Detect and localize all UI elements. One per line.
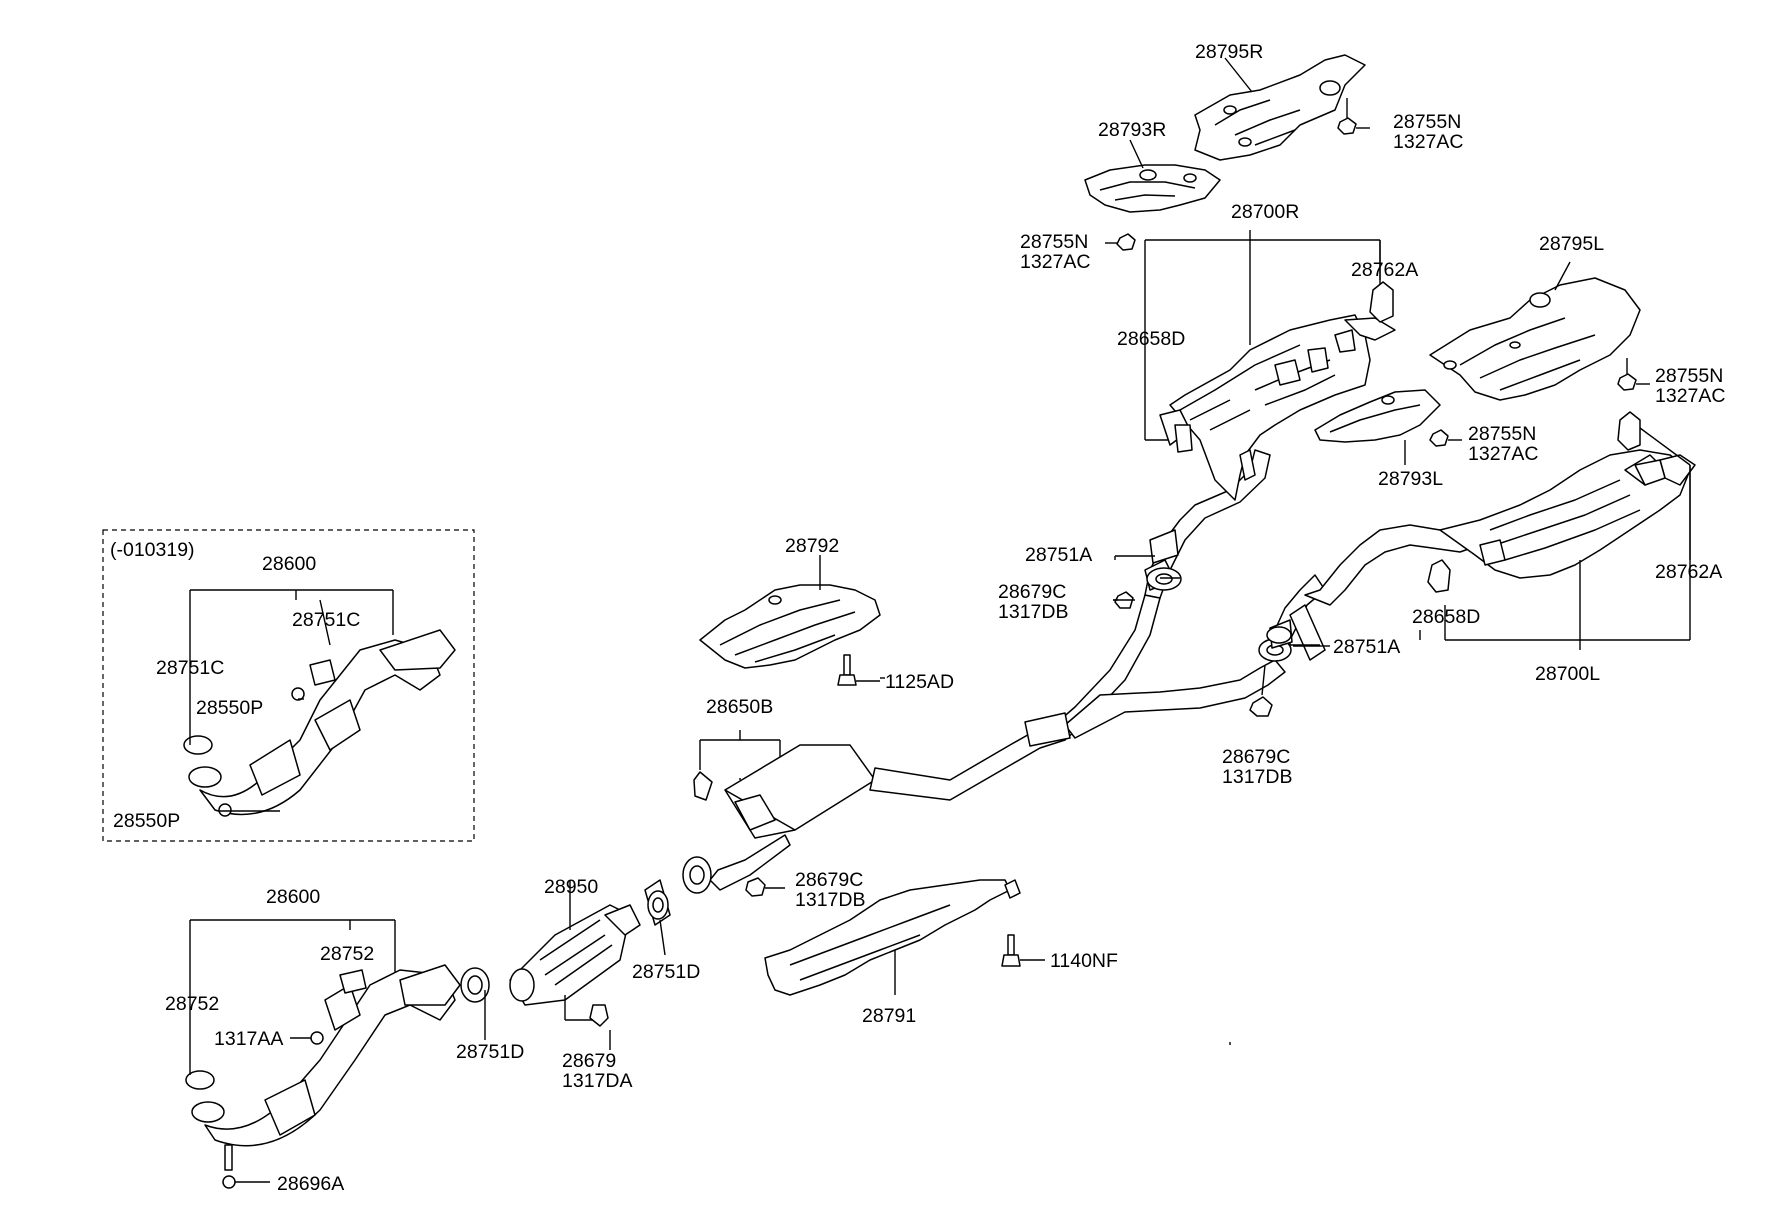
label-28679: 28679 bbox=[562, 1050, 616, 1072]
heat-shield-28795L bbox=[1429, 261, 1650, 401]
label-28792: 28792 bbox=[785, 535, 839, 557]
heat-shield-28793L bbox=[1314, 389, 1462, 465]
label-28793L: 28793L bbox=[1378, 468, 1443, 490]
label-28762A-right: 28762A bbox=[1655, 561, 1722, 583]
label-28600-inset: 28600 bbox=[262, 553, 316, 575]
label-010319: (-010319) bbox=[110, 539, 195, 561]
label-28700L: 28700L bbox=[1535, 663, 1600, 685]
label-28755N-mid: 28755N bbox=[1468, 423, 1536, 445]
hanger-28658D-right bbox=[1427, 559, 1451, 593]
label-28679C-left: 28679C bbox=[998, 581, 1066, 603]
label-28679C-center: 28679C bbox=[795, 869, 863, 891]
label-1327AC-mid: 1327AC bbox=[1468, 443, 1538, 465]
label-28700R: 28700R bbox=[1231, 201, 1299, 223]
label-1125AD: 1125AD bbox=[885, 671, 954, 693]
label-28679C-right: 28679C bbox=[1222, 746, 1290, 768]
hanger-28762A-right bbox=[1617, 411, 1691, 560]
bolt-1125AD bbox=[837, 654, 880, 686]
label-1327AC-top: 1327AC bbox=[1393, 131, 1463, 153]
inset-front-pipe bbox=[183, 589, 456, 817]
gasket-28751D-right bbox=[644, 879, 671, 956]
label-1317DA: 1317DA bbox=[562, 1070, 632, 1092]
y-pipe bbox=[1024, 594, 1286, 747]
label-28550P-upper: 28550P bbox=[196, 697, 263, 719]
label-28751C-lower: 28751C bbox=[156, 657, 224, 679]
label-28752-lower: 28752 bbox=[165, 993, 219, 1015]
label-28650B: 28650B bbox=[706, 696, 773, 718]
label-28751D-right: 28751D bbox=[632, 961, 700, 983]
label-28755N-left: 28755N bbox=[1020, 231, 1088, 253]
label-28751A-right: 28751A bbox=[1333, 636, 1400, 658]
label-1317DB-right: 1317DB bbox=[1222, 766, 1292, 788]
nut-28679C-right bbox=[1249, 664, 1273, 717]
heat-shield-28793R bbox=[1084, 139, 1221, 251]
gasket-28751A-right bbox=[1266, 626, 1320, 647]
center-muffler bbox=[682, 719, 1066, 894]
bolt-1140NF bbox=[1001, 934, 1045, 967]
right-rear-muffler bbox=[1144, 230, 1396, 501]
label-28751C-upper: 28751C bbox=[292, 609, 360, 631]
label-28755N-top: 28755N bbox=[1393, 111, 1461, 133]
label-28762A-top: 28762A bbox=[1351, 259, 1418, 281]
nut-28679C-center bbox=[745, 877, 785, 897]
catalytic-converter bbox=[509, 880, 641, 1027]
label-1317DB-center: 1317DB bbox=[795, 889, 865, 911]
hanger-28762A-top bbox=[1369, 240, 1394, 323]
pipe-to-right-muffler bbox=[1114, 449, 1271, 599]
label-28793R: 28793R bbox=[1098, 119, 1166, 141]
leader-lines bbox=[609, 577, 1421, 1050]
label-1327AC-right: 1327AC bbox=[1655, 385, 1725, 407]
front-pipe-assembly bbox=[185, 919, 461, 1189]
left-rear-muffler bbox=[1439, 449, 1696, 650]
label-28658D-top: 28658D bbox=[1117, 328, 1185, 350]
label-28795L: 28795L bbox=[1539, 233, 1604, 255]
label-28696A: 28696A bbox=[277, 1173, 344, 1195]
label-1327AC-left: 1327AC bbox=[1020, 251, 1090, 273]
label-28752-upper: 28752 bbox=[320, 943, 374, 965]
label-1317AA: 1317AA bbox=[214, 1028, 283, 1050]
label-28751D-left: 28751D bbox=[456, 1041, 524, 1063]
part-labels: 28795R 28755N 1327AC 28793R 28700R 28755… bbox=[110, 41, 1725, 1195]
label-28795R: 28795R bbox=[1195, 41, 1263, 63]
inset-box bbox=[102, 529, 475, 842]
label-28755N-right: 28755N bbox=[1655, 365, 1723, 387]
label-28550P-lower: 28550P bbox=[113, 810, 180, 832]
label-28600-main: 28600 bbox=[266, 886, 320, 908]
label-28751A-left: 28751A bbox=[1025, 544, 1092, 566]
gasket-28751D-left bbox=[460, 967, 490, 1040]
label-1140NF: 1140NF bbox=[1050, 950, 1118, 972]
heat-shield-28792 bbox=[699, 555, 881, 669]
label-1317DB-left: 1317DB bbox=[998, 601, 1068, 623]
label-28791: 28791 bbox=[862, 1005, 916, 1027]
heat-shield-28795R bbox=[1194, 54, 1370, 161]
label-28950: 28950 bbox=[544, 876, 598, 898]
heat-shield-28791 bbox=[764, 879, 1021, 996]
label-28658D-right: 28658D bbox=[1412, 606, 1480, 628]
